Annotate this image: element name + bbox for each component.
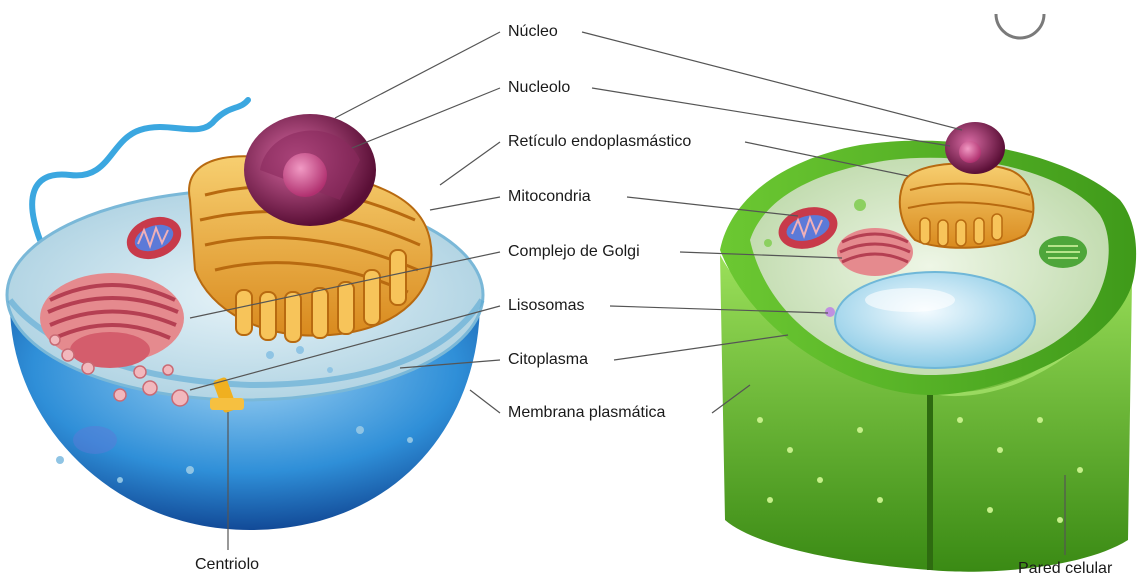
corner-arc <box>996 14 1044 38</box>
label-citoplasma: Citoplasma <box>508 351 588 369</box>
plant-nucleus <box>945 122 1005 174</box>
plant-er <box>900 163 1034 247</box>
label-mitocondria: Mitocondria <box>508 188 591 206</box>
plant-nucleolus <box>959 141 981 163</box>
label-centriolo: Centriolo <box>195 556 259 574</box>
label-reticulo: Retículo endoplasmástico <box>508 133 691 151</box>
label-pared: Pared celular <box>1018 560 1112 578</box>
label-lisosomas: Lisosomas <box>508 297 584 315</box>
label-golgi: Complejo de Golgi <box>508 243 640 261</box>
label-membrana: Membrana plasmática <box>508 404 665 422</box>
plant-golgi <box>837 228 913 276</box>
label-nucleo: Núcleo <box>508 23 558 41</box>
animal-cell <box>7 100 483 530</box>
animal-nucleus <box>244 114 376 226</box>
label-nucleolo: Nucleolo <box>508 79 570 97</box>
vacuole <box>835 272 1035 368</box>
lysosome <box>825 307 835 317</box>
plant-cell <box>720 122 1136 572</box>
chloroplast <box>1039 236 1087 268</box>
animal-nucleolus <box>283 153 327 197</box>
